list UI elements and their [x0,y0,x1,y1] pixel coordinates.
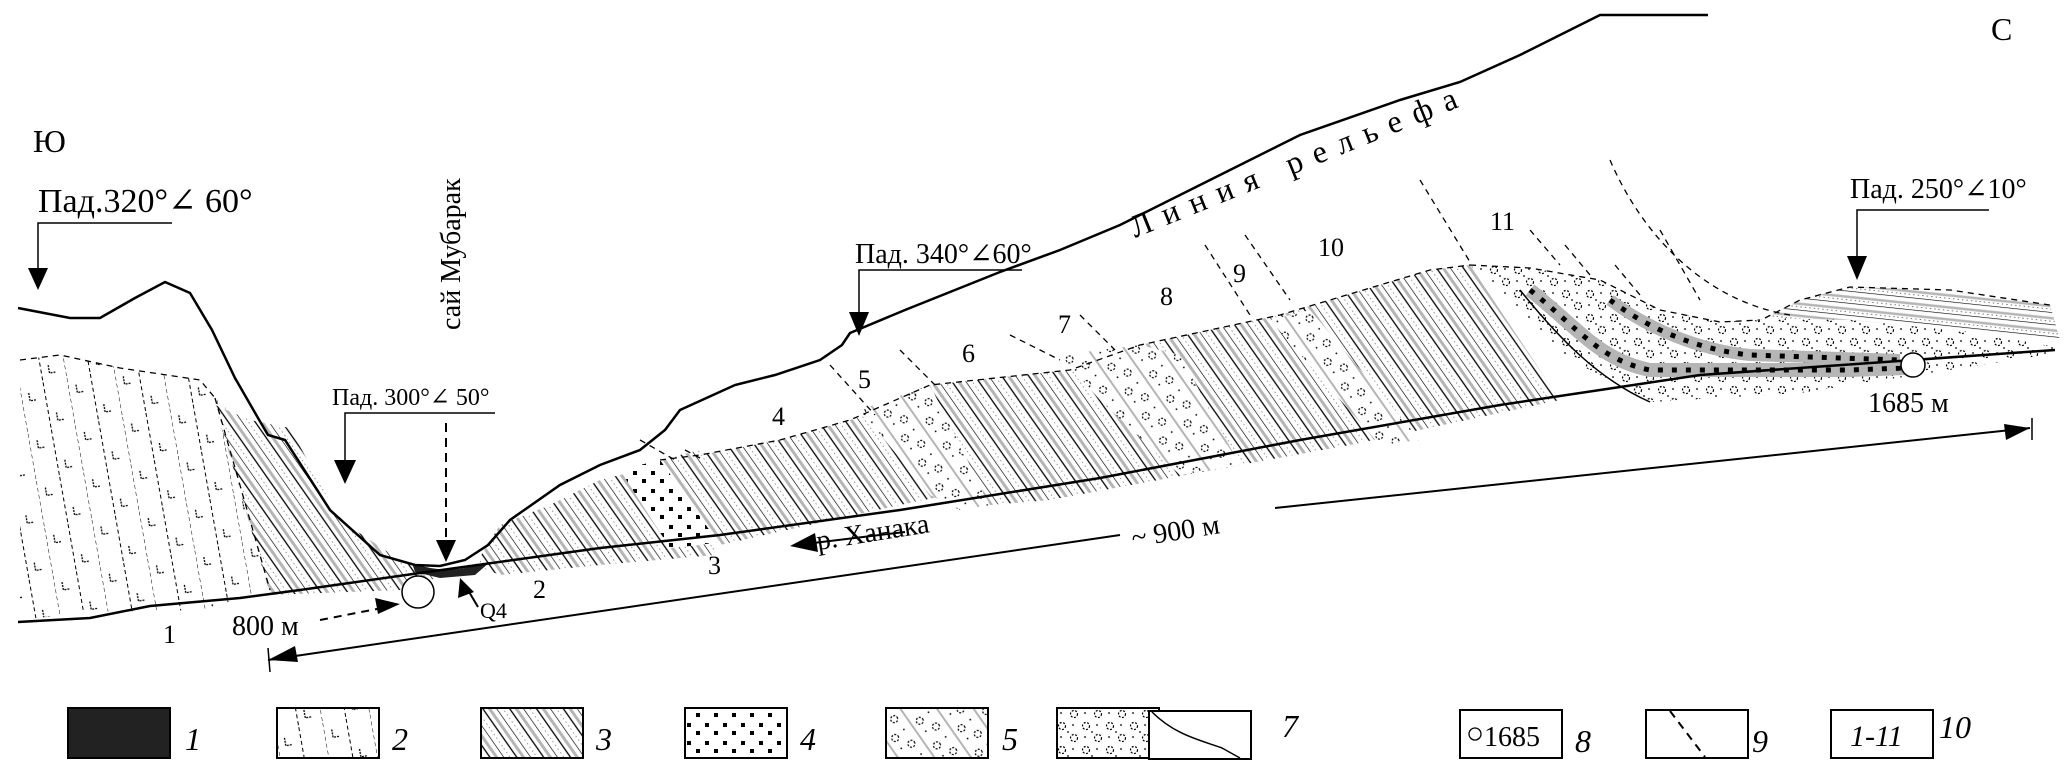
dip-arrow-4 [1847,209,1989,280]
unit-2-sandstone-left [215,405,445,595]
distance-arrow [267,418,2033,673]
unit-number-3: 3 [708,551,721,580]
legend-item-3: 3 [480,707,612,759]
dip-label-4: Пад. 250°∠10° [1850,174,2027,205]
distance-label: ~ 900 м [1129,509,1222,554]
unit-number-11: 11 [1490,207,1515,236]
unit-number-2: 2 [533,575,546,604]
svg-text:7: 7 [1282,708,1300,744]
dip-label-3: Пад. 340°∠60° [855,239,1032,270]
legend-item-10: 1-11 10 [1830,709,1971,759]
dip-arrow-1 [28,222,172,290]
end-elevation-label: 1685 м [1868,388,1949,419]
unit-number-6: 6 [962,339,975,368]
quaternary-arrow [458,578,479,608]
unit-9-striped-conglomerate [1270,310,1420,445]
unit-5-striped-conglomerate [860,385,990,510]
fault-line-11 [1519,289,1651,403]
start-distance-arrow [319,598,400,621]
relief-line [17,13,1708,568]
unit-7-striped-conglomerate [1060,345,1240,475]
svg-text:3: 3 [595,721,612,757]
unit-number-9: 9 [1233,259,1246,288]
unit-1-quaternary [412,562,490,578]
unit-number-7: 7 [1058,310,1071,339]
unit-number-1: 1 [163,620,176,649]
unit-number-8: 8 [1160,282,1173,311]
unit-number-5: 5 [858,365,871,394]
svg-text:5: 5 [1002,721,1018,757]
elevation-point-start [401,575,435,609]
direction-north-label: С [1991,11,2012,47]
dip-arrow-2 [334,412,495,562]
dip-arrow-3 [849,269,1022,336]
svg-text:10: 10 [1939,709,1971,745]
stream-label: сай Мубарак [436,178,467,330]
valley-floor-line [17,348,2056,624]
river-flow-arrow [790,531,906,552]
legend-item-2: 2 [276,707,408,759]
legend-item-4: 4 [684,707,816,759]
svg-text:1685: 1685 [1484,722,1540,753]
unit-number-10: 10 [1318,233,1344,262]
svg-text:1-11: 1-11 [1850,720,1903,753]
svg-text:9: 9 [1752,723,1768,759]
legend-item-7: 7 [1148,708,1300,760]
quaternary-label: Q4 [480,598,507,623]
legend-item-9: 9 [1645,709,1768,759]
relief-line-label: Линия рельефа [1124,75,1473,244]
legend-item-1: 1 [67,707,201,759]
elevation-point-end [1900,352,1926,378]
dip-label-2: Пад. 300°∠ 50° [332,385,490,411]
svg-text:8: 8 [1575,723,1591,759]
svg-text:4: 4 [800,721,816,757]
start-distance-label: 800 м [232,611,299,642]
legend-item-5: 5 [885,707,1018,759]
svg-text:2: 2 [392,721,408,757]
legend: 1 2 3 4 5 6 7 1685 [67,707,1971,760]
unit-2-volcanics [20,355,270,620]
svg-text:1: 1 [185,721,201,757]
legend-item-8: 1685 8 [1459,709,1591,759]
unit-number-4: 4 [772,402,785,431]
dip-label-1: Пад.320°∠ 60° [38,183,253,220]
direction-south-label: Ю [33,123,66,159]
unit-cap-horizontal [1765,287,2060,340]
boundary-lines [19,159,2051,591]
